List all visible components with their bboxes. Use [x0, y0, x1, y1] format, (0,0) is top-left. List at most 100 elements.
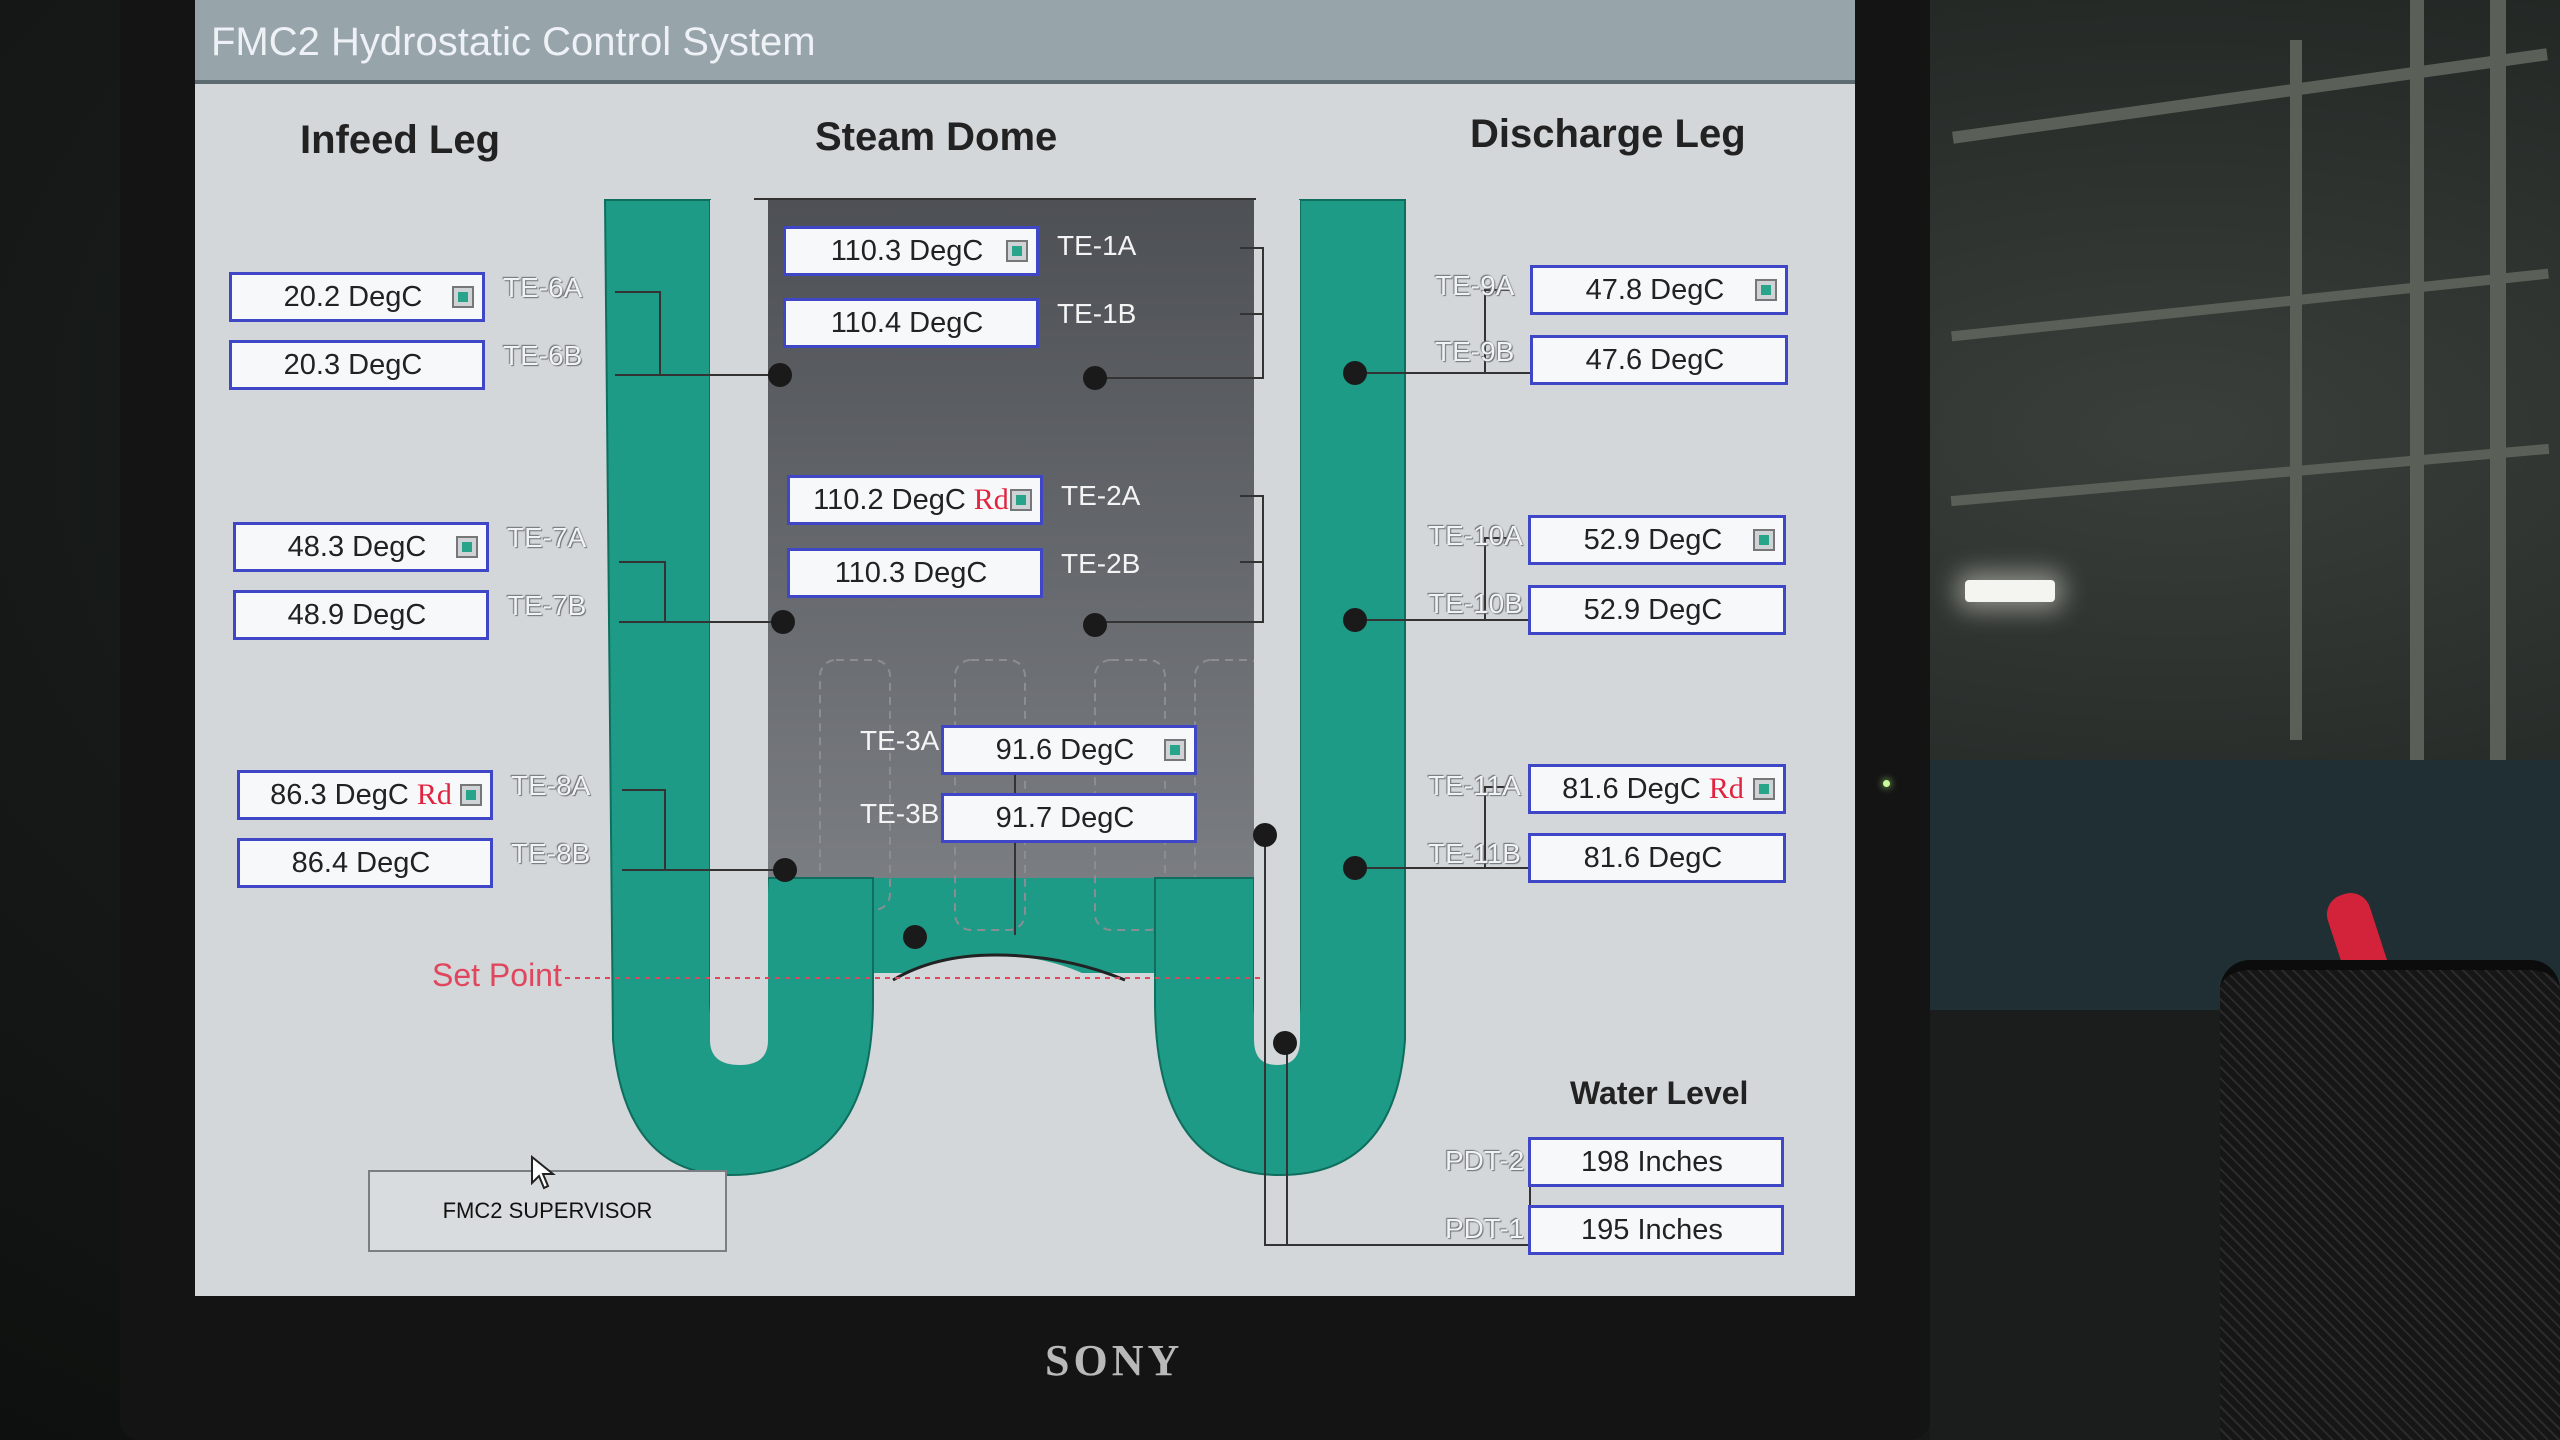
te3b-readout[interactable]: 91.7 DegC: [941, 793, 1197, 843]
infeed-leg-divider: [710, 200, 768, 1065]
app-title: FMC2 Hydrostatic Control System: [211, 20, 816, 64]
te11a-readout[interactable]: 81.6 DegC Rd: [1528, 764, 1786, 814]
discharge-leg-divider: [1254, 200, 1300, 1065]
te10b-tag: TE-10B: [1428, 588, 1523, 619]
te1b-tag: TE-1B: [1057, 298, 1137, 329]
te9a-tag: TE-9A: [1435, 270, 1515, 301]
title-bar: FMC2 Hydrostatic Control System: [195, 0, 1855, 84]
pdt1-value: 195 Inches: [1581, 1213, 1723, 1246]
te10a-readout[interactable]: 52.9 DegC: [1528, 515, 1786, 565]
status-indicator-icon: [460, 784, 482, 806]
te10a-value: 52.9 DegC: [1583, 523, 1723, 556]
te10b-readout[interactable]: 52.9 DegC: [1528, 585, 1786, 635]
te8b-readout[interactable]: 86.4 DegC: [237, 838, 493, 888]
background-rail: [1952, 48, 2548, 144]
te3a-tag: TE-3A: [860, 725, 940, 756]
background-rail: [1951, 268, 2549, 342]
status-indicator-icon: [452, 286, 474, 308]
te6b-tag: TE-6B: [503, 340, 583, 371]
status-indicator-icon: [1164, 739, 1186, 761]
te6b-value: 20.3 DegC: [283, 348, 423, 381]
te2a-tag: TE-2A: [1061, 480, 1141, 511]
background-light: [1965, 580, 2055, 602]
pdt2-value: 198 Inches: [1581, 1145, 1723, 1178]
te11a-value: 81.6 DegC: [1562, 772, 1701, 805]
te11b-readout[interactable]: 81.6 DegC: [1528, 833, 1786, 883]
pdt2-readout[interactable]: 198 Inches: [1528, 1137, 1784, 1187]
mesh-pen-cup: [2220, 960, 2560, 1440]
discharge-sensor-points: [1343, 361, 1367, 880]
te6a-tag: TE-6A: [503, 272, 583, 303]
monitor-brand-logo: SONY: [1045, 1336, 1184, 1385]
power-led-icon: [1883, 780, 1890, 787]
background-post: [2410, 0, 2424, 760]
te3a-value: 91.6 DegC: [995, 733, 1135, 766]
arrow-cursor-icon: [531, 1155, 556, 1190]
status-indicator-icon: [1010, 489, 1032, 511]
infeed-leg-title: Infeed Leg: [300, 118, 501, 162]
background-post: [2290, 40, 2302, 740]
te6b-readout[interactable]: 20.3 DegC: [229, 340, 485, 390]
alarm-rd-icon: Rd: [1708, 772, 1744, 805]
te7a-tag: TE-7A: [507, 522, 587, 553]
te8b-tag: TE-8B: [511, 838, 591, 869]
infeed-sensor-wires: [615, 291, 785, 871]
te7a-readout[interactable]: 48.3 DegC: [233, 522, 489, 572]
pdt1-tag: PDT-1: [1445, 1213, 1525, 1244]
te1a-value: 110.3 DegC: [830, 234, 984, 267]
te9b-tag: TE-9B: [1435, 336, 1515, 367]
status-indicator-icon: [1006, 240, 1028, 262]
infeed-sensor-points: [768, 363, 797, 882]
status-indicator-icon: [1753, 778, 1775, 800]
te10b-value: 52.9 DegC: [1583, 593, 1723, 626]
pdt1-readout[interactable]: 195 Inches: [1528, 1205, 1784, 1255]
te11b-tag: TE-11B: [1428, 838, 1521, 869]
steam-dome-title: Steam Dome: [815, 115, 1058, 159]
te9b-value: 47.6 DegC: [1585, 343, 1725, 376]
te1b-readout[interactable]: 110.4 DegC: [783, 298, 1039, 348]
te3b-tag: TE-3B: [860, 798, 940, 829]
te10a-tag: TE-10A: [1428, 520, 1523, 551]
te2a-readout[interactable]: 110.2 DegC Rd: [787, 475, 1043, 525]
te11a-tag: TE-11A: [1428, 770, 1521, 801]
alarm-rd-icon: Rd: [973, 483, 1009, 516]
pdt2-tag: PDT-2: [1445, 1145, 1525, 1176]
te1a-tag: TE-1A: [1057, 230, 1137, 261]
te7b-value: 48.9 DegC: [287, 598, 427, 631]
te3a-readout[interactable]: 91.6 DegC: [941, 725, 1197, 775]
te2b-readout[interactable]: 110.3 DegC: [787, 548, 1043, 598]
dome-sensor-points: [903, 366, 1297, 1055]
background-rail: [1950, 443, 2550, 507]
te8a-tag: TE-8A: [511, 770, 591, 801]
te2b-value: 110.3 DegC: [834, 556, 988, 589]
te9a-readout[interactable]: 47.8 DegC: [1530, 265, 1788, 315]
te6a-readout[interactable]: 20.2 DegC: [229, 272, 485, 322]
center-hump: [873, 955, 1155, 1180]
te2b-tag: TE-2B: [1061, 548, 1141, 579]
te7b-readout[interactable]: 48.9 DegC: [233, 590, 489, 640]
hump-outline: [892, 953, 1126, 982]
te9a-value: 47.8 DegC: [1585, 273, 1725, 306]
te8a-readout[interactable]: 86.3 DegC Rd: [237, 770, 493, 820]
background-post: [2490, 0, 2506, 760]
background-plant-scene: [1930, 0, 2560, 1440]
te2a-value: 110.2 DegC: [813, 483, 966, 516]
te9b-readout[interactable]: 47.6 DegC: [1530, 335, 1788, 385]
discharge-leg-title: Discharge Leg: [1470, 112, 1746, 156]
te8b-value: 86.4 DegC: [291, 846, 431, 879]
te8a-value: 86.3 DegC: [270, 778, 409, 811]
status-indicator-icon: [456, 536, 478, 558]
te3b-value: 91.7 DegC: [995, 801, 1135, 834]
hmi-screen: FMC2 Hydrostatic Control System: [195, 0, 1855, 1296]
te6a-value: 20.2 DegC: [283, 280, 423, 313]
te1a-readout[interactable]: 110.3 DegC: [783, 226, 1039, 276]
te7b-tag: TE-7B: [507, 590, 587, 621]
setpoint-label: Set Point: [432, 957, 562, 993]
water-level-title: Water Level: [1570, 1075, 1749, 1111]
te7a-value: 48.3 DegC: [287, 530, 427, 563]
status-indicator-icon: [1753, 529, 1775, 551]
te11b-value: 81.6 DegC: [1583, 841, 1723, 874]
alarm-rd-icon: Rd: [416, 778, 452, 811]
te1b-value: 110.4 DegC: [830, 306, 984, 339]
status-indicator-icon: [1755, 279, 1777, 301]
